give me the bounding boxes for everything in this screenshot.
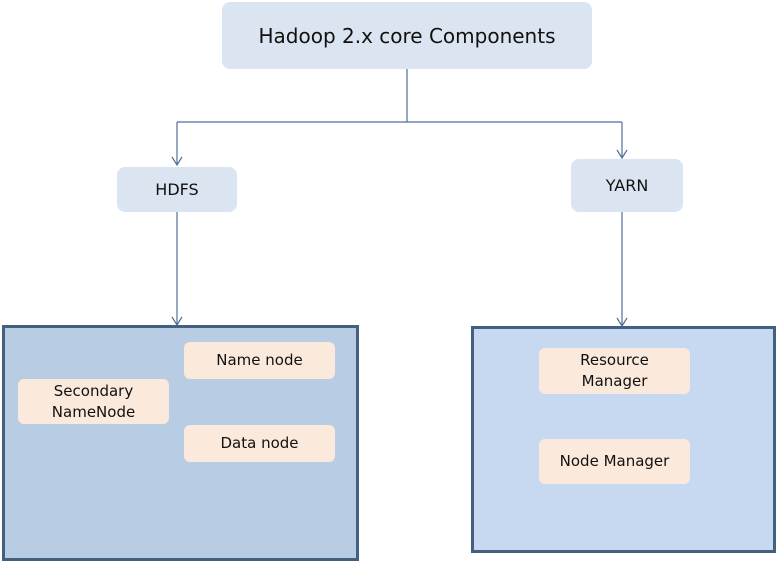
resource-manager-label: Resource Manager [580,351,649,390]
connector-to-hdfs [171,122,183,167]
node-manager-label: Node Manager [559,452,670,470]
connector-to-yarn [616,122,628,160]
connector-yarn-to-container [616,211,628,328]
data-node: Data node [184,425,335,462]
name-node-label: Name node [216,351,303,369]
connector-hdfs-to-container [171,211,183,327]
data-node-label: Data node [220,434,299,452]
connector-root [177,68,622,123]
title-box: Hadoop 2.x core Components [222,2,592,69]
yarn-node: YARN [571,159,683,212]
hdfs-label: HDFS [155,180,199,199]
hdfs-node: HDFS [117,167,237,212]
secondary-namenode-label: Secondary NameNode [51,381,136,421]
resource-manager: Resource Manager [539,348,690,394]
node-manager: Node Manager [539,439,690,484]
secondary-namenode: Secondary NameNode [18,379,169,424]
yarn-label: YARN [605,176,649,195]
diagram-title: Hadoop 2.x core Components [258,23,556,48]
name-node: Name node [184,342,335,379]
